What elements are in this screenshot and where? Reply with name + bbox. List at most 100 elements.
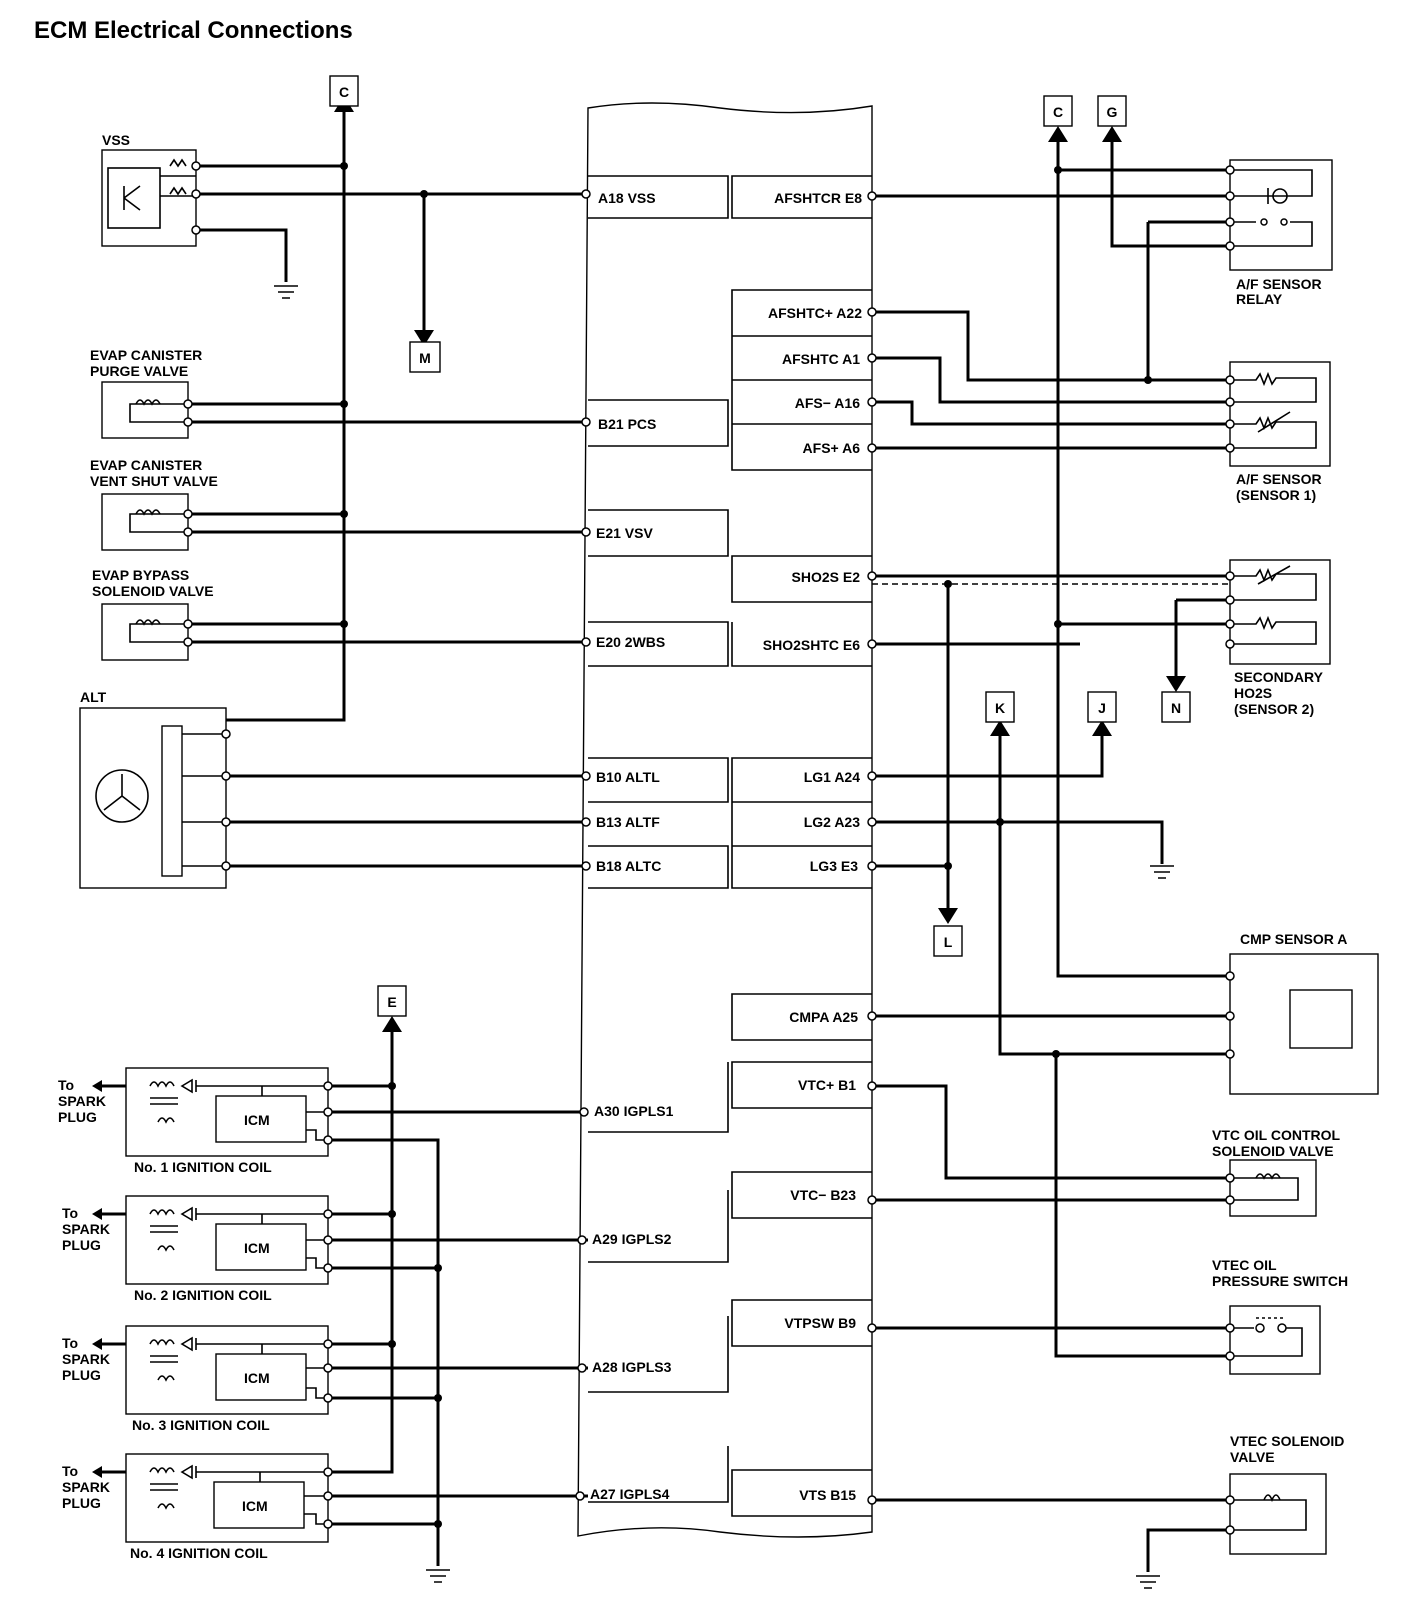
af-relay-label-1: A/F SENSOR bbox=[1236, 276, 1322, 292]
right-wiring bbox=[872, 126, 1230, 1572]
connector-boxes: C C G M K J N L E bbox=[329, 75, 1191, 1017]
left-junctions bbox=[340, 162, 591, 1528]
connector-e: E bbox=[387, 994, 396, 1010]
icm-label-2: ICM bbox=[244, 1240, 270, 1256]
page-title: ECM Electrical Connections bbox=[34, 17, 353, 44]
pin-e6-sho2shtc: SHO2SHTC E6 bbox=[763, 637, 860, 653]
vtec-switch-label-1: VTEC OIL bbox=[1212, 1257, 1277, 1273]
ho2s-label-2: HO2S bbox=[1234, 685, 1272, 701]
spark-to-1: To bbox=[58, 1077, 74, 1093]
vss-label: VSS bbox=[102, 132, 130, 148]
pin-a18-vss: A18 VSS bbox=[598, 190, 656, 206]
pin-a29-igpls2: A29 IGPLS2 bbox=[592, 1231, 672, 1247]
pin-a30-igpls1: A30 IGPLS1 bbox=[594, 1103, 674, 1119]
pin-e21-vsv: E21 VSV bbox=[596, 525, 653, 541]
spark-to-3: To bbox=[62, 1335, 78, 1351]
right-junctions bbox=[867, 166, 1152, 1505]
secondary-ho2s: SECONDARY HO2S (SENSOR 2) bbox=[1225, 559, 1331, 717]
connector-j: J bbox=[1098, 700, 1106, 716]
af-sensor-1: A/F SENSOR (SENSOR 1) bbox=[1225, 361, 1331, 503]
coil-2-label: No. 2 IGNITION COIL bbox=[134, 1287, 272, 1303]
ecm-left-pin-labels: A18 VSS B21 PCS E21 VSV E20 2WBS B10 ALT… bbox=[590, 190, 674, 1502]
ignition-coil-1: ICM To SPARK PLUG No. 1 IGNITION COIL bbox=[58, 1067, 333, 1175]
pin-a24-lg1: LG1 A24 bbox=[804, 769, 860, 785]
af-sensor-label-2: (SENSOR 1) bbox=[1236, 487, 1316, 503]
coil-1-label: No. 1 IGNITION COIL bbox=[134, 1159, 272, 1175]
af-sensor-relay: A/F SENSOR RELAY bbox=[1225, 159, 1333, 307]
cmp-sensor-a: CMP SENSOR A bbox=[1225, 931, 1379, 1095]
vtec-oil-pressure-switch: VTEC OIL PRESSURE SWITCH bbox=[1212, 1257, 1348, 1375]
icm-label-1: ICM bbox=[244, 1112, 270, 1128]
spark-spark-3: SPARK bbox=[62, 1351, 110, 1367]
coil-4-label: No. 4 IGNITION COIL bbox=[130, 1545, 268, 1561]
evap-bypass-label-2: SOLENOID VALVE bbox=[92, 583, 214, 599]
evap-vent-label-2: VENT SHUT VALVE bbox=[90, 473, 218, 489]
af-sensor-label-1: A/F SENSOR bbox=[1236, 471, 1322, 487]
ecm-body bbox=[577, 102, 873, 1538]
evap-vent-label-1: EVAP CANISTER bbox=[90, 457, 202, 473]
evap-bypass-label-1: EVAP BYPASS bbox=[92, 567, 189, 583]
pin-b13-altf: B13 ALTF bbox=[596, 814, 660, 830]
vss-sensor: VSS bbox=[101, 132, 201, 247]
evap-bypass-valve: EVAP BYPASS SOLENOID VALVE bbox=[92, 567, 214, 661]
pin-a1-afshtc: AFSHTC A1 bbox=[782, 351, 860, 367]
vtc-oil-control-valve: VTC OIL CONTROL SOLENOID VALVE bbox=[1212, 1127, 1341, 1217]
pin-a16-afs-minus: AFS− A16 bbox=[795, 395, 860, 411]
connector-n: N bbox=[1171, 700, 1181, 716]
ho2s-label-3: (SENSOR 2) bbox=[1234, 701, 1314, 717]
pin-e20-2wbs: E20 2WBS bbox=[596, 634, 665, 650]
evap-purge-label-1: EVAP CANISTER bbox=[90, 347, 202, 363]
ho2s-label-1: SECONDARY bbox=[1234, 669, 1324, 685]
alt-label: ALT bbox=[80, 689, 107, 705]
pin-a28-igpls3: A28 IGPLS3 bbox=[592, 1359, 672, 1375]
ecm-right-pin-labels: AFSHTCR E8 AFSHTC+ A22 AFSHTC A1 AFS− A1… bbox=[763, 190, 862, 1503]
vtec-valve-label-2: VALVE bbox=[1230, 1449, 1275, 1465]
ground-symbols bbox=[274, 285, 1174, 1589]
ignition-coil-3: ICM To SPARK PLUG No. 3 IGNITION COIL bbox=[62, 1325, 333, 1433]
pin-b9-vtpsw: VTPSW B9 bbox=[784, 1315, 856, 1331]
evap-purge-valve: EVAP CANISTER PURGE VALVE bbox=[90, 347, 202, 439]
spark-plug-3: PLUG bbox=[62, 1367, 101, 1383]
spark-to-4: To bbox=[62, 1463, 78, 1479]
vtc-valve-label-2: SOLENOID VALVE bbox=[1212, 1143, 1334, 1159]
pin-b23-vtc-minus: VTC− B23 bbox=[790, 1187, 856, 1203]
spark-plug-1: PLUG bbox=[58, 1109, 97, 1125]
icm-label-4: ICM bbox=[242, 1498, 268, 1514]
pin-a6-afs-plus: AFS+ A6 bbox=[803, 440, 861, 456]
connector-l: L bbox=[944, 934, 953, 950]
pin-a27-igpls4: A27 IGPLS4 bbox=[590, 1486, 670, 1502]
vtc-valve-label-1: VTC OIL CONTROL bbox=[1212, 1127, 1341, 1143]
coil-3-label: No. 3 IGNITION COIL bbox=[132, 1417, 270, 1433]
evap-purge-label-2: PURGE VALVE bbox=[90, 363, 188, 379]
spark-spark-1: SPARK bbox=[58, 1093, 106, 1109]
spark-plug-2: PLUG bbox=[62, 1237, 101, 1253]
pin-b21-pcs: B21 PCS bbox=[598, 416, 656, 432]
spark-spark-4: SPARK bbox=[62, 1479, 110, 1495]
pin-b10-altl: B10 ALTL bbox=[596, 769, 660, 785]
spark-to-2: To bbox=[62, 1205, 78, 1221]
left-wiring bbox=[188, 96, 588, 1566]
pin-e2-sho2s: SHO2S E2 bbox=[792, 569, 861, 585]
cmp-sensor-label: CMP SENSOR A bbox=[1240, 931, 1347, 947]
spark-plug-4: PLUG bbox=[62, 1495, 101, 1511]
pin-a23-lg2: LG2 A23 bbox=[804, 814, 860, 830]
pin-b15-vts: VTS B15 bbox=[799, 1487, 856, 1503]
pin-b18-altc: B18 ALTC bbox=[596, 858, 661, 874]
pin-e8-afshtcr: AFSHTCR E8 bbox=[774, 190, 862, 206]
vtec-valve-label-1: VTEC SOLENOID bbox=[1230, 1433, 1344, 1449]
connector-c-right: C bbox=[1053, 104, 1063, 120]
pin-a22-afshtc-plus: AFSHTC+ A22 bbox=[768, 305, 862, 321]
connector-k: K bbox=[995, 700, 1005, 716]
ignition-coil-4: ICM To SPARK PLUG No. 4 IGNITION COIL bbox=[62, 1453, 333, 1561]
connector-g: G bbox=[1107, 104, 1118, 120]
pin-a25-cmpa: CMPA A25 bbox=[789, 1009, 858, 1025]
connector-m: M bbox=[419, 350, 431, 366]
vtec-solenoid-valve: VTEC SOLENOID VALVE bbox=[1225, 1433, 1344, 1555]
evap-vent-valve: EVAP CANISTER VENT SHUT VALVE bbox=[90, 457, 218, 551]
ignition-coil-2: ICM To SPARK PLUG No. 2 IGNITION COIL bbox=[62, 1195, 333, 1303]
alternator: ALT bbox=[79, 689, 231, 889]
pin-b1-vtc-plus: VTC+ B1 bbox=[798, 1077, 856, 1093]
vtec-switch-label-2: PRESSURE SWITCH bbox=[1212, 1273, 1348, 1289]
spark-spark-2: SPARK bbox=[62, 1221, 110, 1237]
